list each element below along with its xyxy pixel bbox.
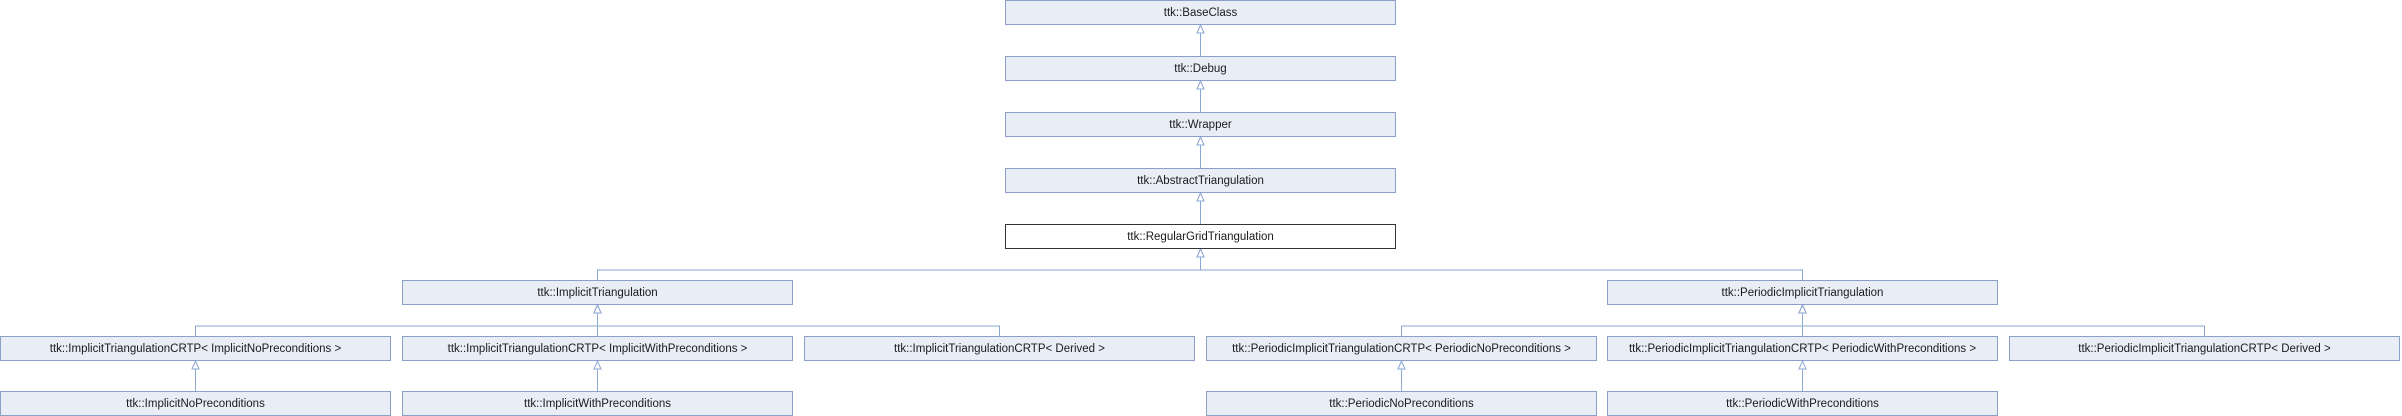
inheritance-edge — [195, 312, 598, 336]
node-implicit-crtp-with-preconditions[interactable]: ttk::ImplicitTriangulationCRTP< Implicit… — [402, 336, 793, 361]
inheritance-edge — [597, 256, 1201, 280]
inheritance-arrowhead — [1798, 359, 1807, 370]
node-label: ttk::ImplicitWithPreconditions — [524, 397, 671, 410]
inheritance-arrowhead — [593, 303, 602, 314]
node-label: ttk::Wrapper — [1169, 118, 1232, 131]
inheritance-arrowhead — [191, 359, 200, 370]
node-label: ttk::ImplicitTriangulationCRTP< Implicit… — [447, 342, 748, 355]
node-label: ttk::AbstractTriangulation — [1137, 174, 1264, 187]
node-periodic-implicit-triangulation[interactable]: ttk::PeriodicImplicitTriangulation — [1607, 280, 1998, 305]
inheritance-arrowhead — [1397, 359, 1406, 370]
node-periodic-crtp-no-preconditions[interactable]: ttk::PeriodicImplicitTriangulationCRTP< … — [1206, 336, 1597, 361]
node-label: ttk::PeriodicImplicitTriangulationCRTP< … — [1628, 342, 1977, 355]
inheritance-edge — [1200, 256, 1803, 280]
node-label: ttk::RegularGridTriangulation — [1127, 230, 1274, 243]
inheritance-arrowhead — [1196, 135, 1205, 146]
node-implicit-no-preconditions[interactable]: ttk::ImplicitNoPreconditions — [0, 391, 391, 416]
node-regular-grid-triangulation: ttk::RegularGridTriangulation — [1005, 224, 1396, 249]
node-label: ttk::Debug — [1174, 62, 1227, 75]
inheritance-arrowhead — [1798, 303, 1807, 314]
node-implicit-crtp-derived[interactable]: ttk::ImplicitTriangulationCRTP< Derived … — [804, 336, 1195, 361]
node-debug[interactable]: ttk::Debug — [1005, 56, 1396, 81]
node-periodic-with-preconditions[interactable]: ttk::PeriodicWithPreconditions — [1607, 391, 1998, 416]
inheritance-edge — [1401, 312, 1803, 336]
inheritance-edge — [597, 312, 1000, 336]
node-label: ttk::PeriodicNoPreconditions — [1329, 397, 1474, 410]
inheritance-arrowhead — [1196, 191, 1205, 202]
inheritance-arrowhead — [1196, 247, 1205, 258]
node-label: ttk::ImplicitTriangulationCRTP< Implicit… — [49, 342, 342, 355]
inheritance-arrowhead — [1196, 79, 1205, 90]
node-label: ttk::BaseClass — [1163, 6, 1238, 19]
node-label: ttk::ImplicitTriangulation — [537, 286, 658, 299]
node-periodic-crtp-derived[interactable]: ttk::PeriodicImplicitTriangulationCRTP< … — [2009, 336, 2400, 361]
node-abstract-triangulation[interactable]: ttk::AbstractTriangulation — [1005, 168, 1396, 193]
node-label: ttk::PeriodicImplicitTriangulationCRTP< … — [1232, 342, 1571, 355]
node-label: ttk::PeriodicWithPreconditions — [1726, 397, 1879, 410]
node-wrapper[interactable]: ttk::Wrapper — [1005, 112, 1396, 137]
node-implicit-with-preconditions[interactable]: ttk::ImplicitWithPreconditions — [402, 391, 793, 416]
node-implicit-crtp-no-preconditions[interactable]: ttk::ImplicitTriangulationCRTP< Implicit… — [0, 336, 391, 361]
inheritance-arrowhead — [1196, 23, 1205, 34]
node-periodic-no-preconditions[interactable]: ttk::PeriodicNoPreconditions — [1206, 391, 1597, 416]
inheritance-edge — [1802, 312, 2205, 336]
node-label: ttk::ImplicitNoPreconditions — [126, 397, 265, 410]
node-label: ttk::PeriodicImplicitTriangulationCRTP< … — [2078, 342, 2331, 355]
inheritance-arrowhead — [593, 359, 602, 370]
node-label: ttk::PeriodicImplicitTriangulation — [1721, 286, 1884, 299]
node-implicit-triangulation[interactable]: ttk::ImplicitTriangulation — [402, 280, 793, 305]
node-label: ttk::ImplicitTriangulationCRTP< Derived … — [894, 342, 1105, 355]
node-baseclass[interactable]: ttk::BaseClass — [1005, 0, 1396, 25]
node-periodic-crtp-with-preconditions[interactable]: ttk::PeriodicImplicitTriangulationCRTP< … — [1607, 336, 1998, 361]
